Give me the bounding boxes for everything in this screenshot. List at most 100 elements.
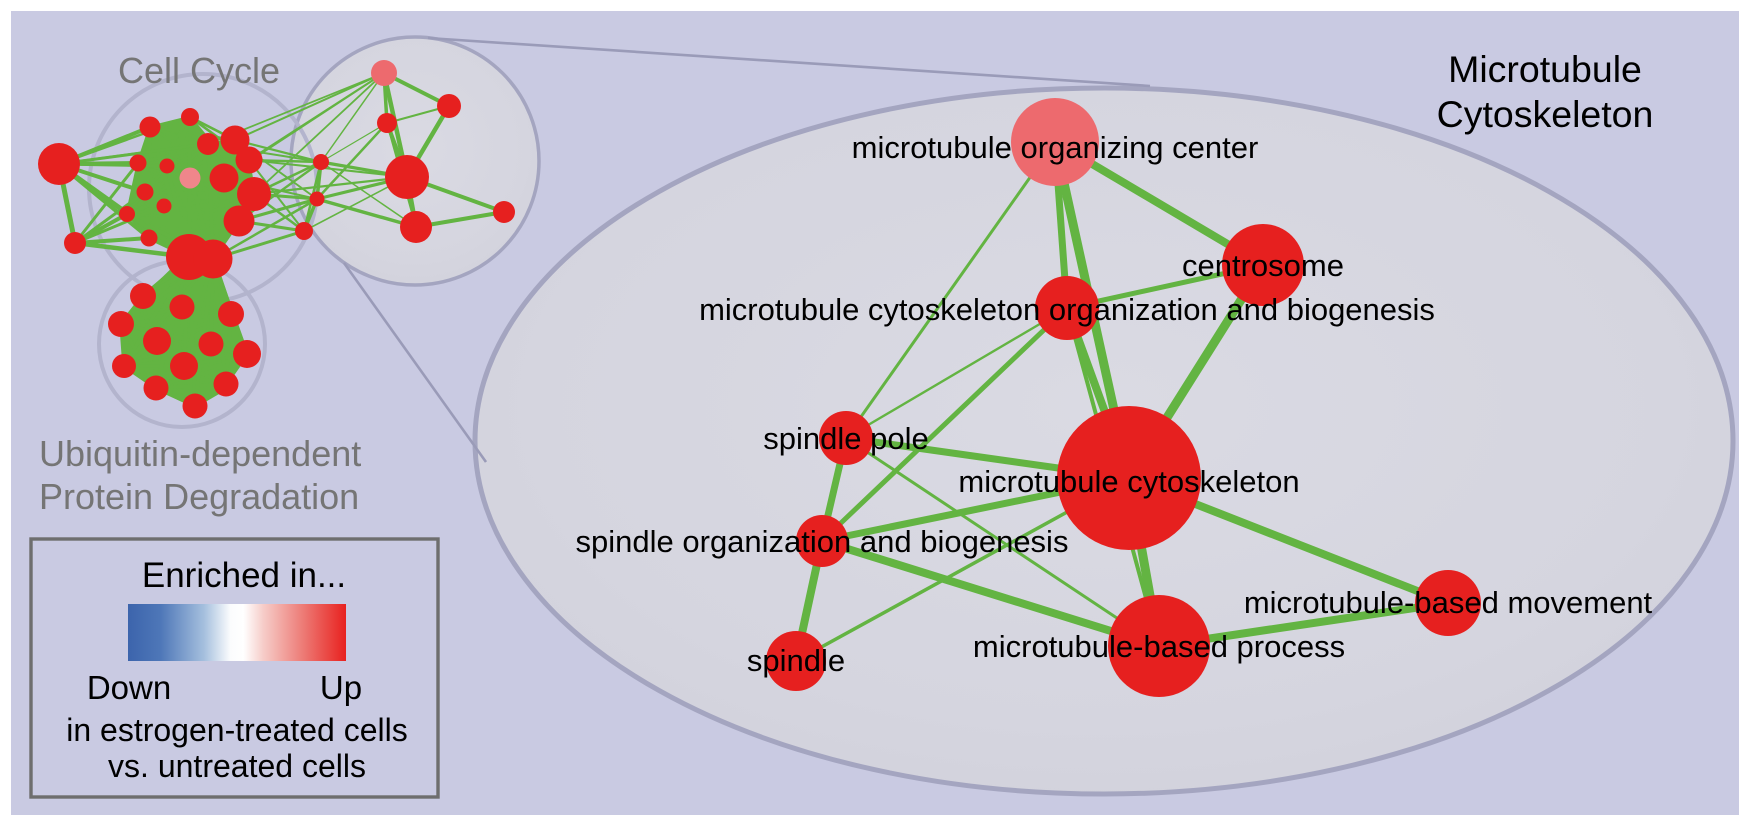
zoom-node-spole bbox=[819, 411, 873, 465]
edge-u6-u8 bbox=[122, 342, 213, 368]
zoom-nodes bbox=[766, 98, 1481, 697]
overview-node-u12 bbox=[182, 393, 208, 419]
overview-node-c3 bbox=[139, 116, 161, 138]
legend-title: Enriched in... bbox=[142, 556, 346, 595]
edge-m1-m4 bbox=[320, 72, 385, 163]
overview-node-c2 bbox=[64, 232, 86, 254]
edge-c16-m1 bbox=[253, 72, 385, 195]
edge-m3-m4 bbox=[320, 122, 388, 163]
legend-note-line1: in estrogen-treated cells bbox=[66, 712, 408, 748]
edge-c2-c8 bbox=[73, 190, 147, 245]
zoom-edge-sorg-mbproc bbox=[818, 537, 1163, 650]
overview-node-c17 bbox=[223, 205, 255, 237]
overview-node-u10 bbox=[143, 375, 169, 401]
ubiquitin-label-line2: Protein Degradation bbox=[39, 476, 359, 517]
overview-node-m2 bbox=[437, 94, 461, 118]
edge-c13-m1 bbox=[234, 72, 385, 141]
zoom-node-label-centrosome: centrosome bbox=[1182, 248, 1344, 283]
edge-c19-u10 bbox=[154, 257, 215, 390]
overview-node-u2 bbox=[169, 294, 195, 320]
zoom-node-label-mtc: microtubule cytoskeleton bbox=[958, 464, 1299, 499]
overview-node-c11 bbox=[140, 229, 158, 247]
overview-nodes bbox=[38, 60, 515, 419]
overview-node-m8 bbox=[400, 211, 432, 243]
zoom-edge-mcob-sorg bbox=[819, 305, 1070, 544]
edge-c19-m6 bbox=[211, 197, 319, 261]
zoom-node-sorg bbox=[796, 515, 848, 567]
overview-node-m3 bbox=[377, 113, 397, 133]
overview-node-m6 bbox=[309, 191, 325, 207]
edge-u7-u10 bbox=[154, 352, 249, 390]
legend-down-label: Down bbox=[87, 669, 171, 706]
edge-c2-c9 bbox=[73, 204, 166, 245]
zoom-node-label-spindle: spindle bbox=[747, 643, 845, 678]
overview-node-m7 bbox=[493, 201, 515, 223]
overview-node-u9 bbox=[170, 352, 198, 380]
zoom-node-label-mbmove: microtubule-based movement bbox=[1244, 585, 1653, 620]
overview-node-c7 bbox=[179, 167, 201, 189]
edge-m4-m8 bbox=[320, 161, 417, 228]
zoom-node-label-spole: spindle pole bbox=[763, 421, 928, 456]
overview-node-u7 bbox=[233, 340, 261, 368]
zoom-edge-mcob-spole bbox=[844, 306, 1069, 440]
overview-node-c16 bbox=[237, 177, 271, 211]
zoom-title-line2: Cytoskeleton bbox=[1437, 93, 1654, 135]
overview-node-u5 bbox=[143, 327, 171, 355]
overview-node-c13 bbox=[220, 125, 250, 155]
zoom-node-mbproc bbox=[1108, 595, 1210, 697]
zoom-node-centrosome bbox=[1222, 224, 1304, 306]
legend bbox=[29, 537, 440, 799]
edge-m3-m6 bbox=[315, 121, 389, 201]
ubiquitin-label-line1: Ubiquitin-dependent bbox=[39, 433, 361, 474]
overview-node-u3 bbox=[218, 301, 244, 327]
cell-cycle-label: Cell Cycle bbox=[118, 50, 280, 91]
overview-node-c9 bbox=[156, 198, 172, 214]
edge-m6-m8 bbox=[315, 197, 418, 229]
zoom-node-label-sorg: spindle organization and biogenesis bbox=[576, 524, 1069, 559]
legend-note-line2: vs. untreated cells bbox=[108, 748, 366, 784]
zoom-node-mcob bbox=[1035, 276, 1099, 340]
edge-c8-c17 bbox=[143, 190, 241, 223]
overview-node-c5 bbox=[129, 154, 147, 172]
overview-node-u11 bbox=[213, 371, 239, 397]
zoom-edge-spole-mbproc bbox=[844, 436, 1161, 648]
overview-node-c19 bbox=[193, 239, 233, 279]
zoom-node-label-mcob: microtubule cytoskeleton organization an… bbox=[699, 292, 1435, 327]
overview-node-c12 bbox=[197, 133, 219, 155]
edge-c19-u11 bbox=[211, 257, 228, 386]
zoom-title-line1: Microtubule bbox=[1448, 48, 1642, 90]
overview-node-c6 bbox=[159, 158, 175, 174]
edge-c19-u12 bbox=[193, 257, 215, 408]
edge-c10-c12 bbox=[125, 142, 210, 216]
edge-c14-m5 bbox=[248, 159, 408, 178]
zoom-node-label-mbproc: microtubule-based process bbox=[973, 629, 1345, 664]
edge-c13-m4 bbox=[233, 138, 323, 164]
lens-line-top bbox=[427, 36, 1151, 88]
overview-node-m5 bbox=[385, 155, 429, 199]
overview-node-u1 bbox=[130, 283, 156, 309]
edge-c1-c4 bbox=[57, 115, 192, 166]
edge-c14-m9 bbox=[248, 159, 305, 232]
zoom-edge-moc-spole bbox=[844, 140, 1057, 440]
overview-node-u8 bbox=[112, 354, 136, 378]
overview-node-c8 bbox=[136, 183, 154, 201]
zoom-node-label-moc: microtubule organizing center bbox=[852, 130, 1259, 165]
zoom-node-moc bbox=[1011, 98, 1099, 186]
overview-node-c1 bbox=[38, 143, 80, 185]
zoom-node-labels: microtubule organizing center centrosome m… bbox=[576, 130, 1653, 678]
overview-node-c4 bbox=[181, 108, 199, 126]
legend-up-label: Up bbox=[320, 669, 362, 706]
overview-node-m4 bbox=[313, 154, 329, 170]
zoom-node-mtc bbox=[1057, 406, 1201, 550]
overview-node-m9 bbox=[295, 222, 313, 240]
overview-node-u4 bbox=[108, 311, 134, 337]
edge-c2-c11 bbox=[73, 236, 151, 245]
overview-node-c10 bbox=[119, 206, 135, 222]
overview-node-u6 bbox=[198, 331, 224, 357]
edge-c2-c5 bbox=[73, 161, 140, 245]
zoom-node-spindle bbox=[766, 631, 826, 691]
edge-c4-c5 bbox=[136, 115, 192, 165]
overview-node-m1 bbox=[371, 60, 397, 86]
